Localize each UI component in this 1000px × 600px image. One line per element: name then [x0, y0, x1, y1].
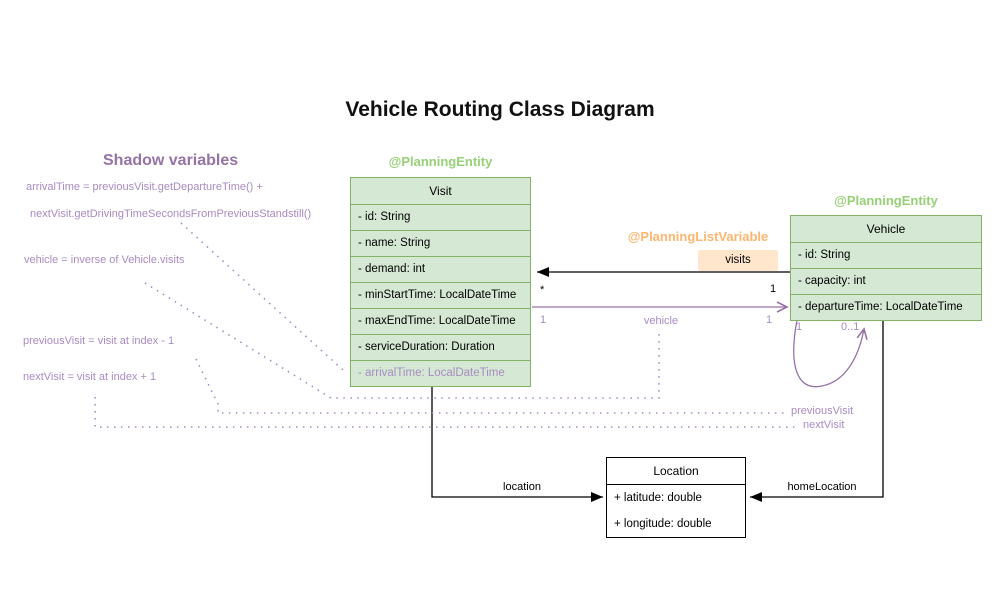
vehicle-field-id: - id: String	[791, 242, 981, 268]
visit-field-service-duration: - serviceDuration: Duration	[351, 334, 530, 360]
next-visit-label: nextVisit	[803, 419, 845, 431]
visit-field-max-end-time: - maxEndTime: LocalDateTime	[351, 308, 530, 334]
shadow-line-next-visit: nextVisit = visit at index + 1	[23, 371, 157, 383]
previous-visit-label: previousVisit	[791, 405, 854, 417]
shadow-line-arrival-time-2: nextVisit.getDrivingTimeSecondsFromPrevi…	[30, 208, 312, 220]
visit-field-name: - name: String	[351, 230, 530, 256]
vehicle-planning-entity-annotation: @PlanningEntity	[834, 193, 938, 208]
vehicle-field-capacity: - capacity: int	[791, 268, 981, 294]
vehicle-field-departure-time: - departureTime: LocalDateTime	[791, 294, 981, 320]
visit-class-box: Visit - id: String - name: String - dema…	[350, 177, 531, 387]
shadow-link-next-visit	[94, 397, 797, 428]
location-relation-label: location	[503, 481, 541, 493]
visit-field-demand: - demand: int	[351, 256, 530, 282]
vehicle-multiplicity-left: 1	[540, 314, 547, 326]
vehicle-class-box: Vehicle - id: String - capacity: int - d…	[790, 215, 982, 321]
location-field-latitude: + latitude: double	[614, 492, 702, 504]
page-title: Vehicle Routing Class Diagram	[345, 98, 655, 121]
self-loop-multiplicity-zero-one: 0..1	[841, 321, 860, 333]
visit-field-min-start-time: - minStartTime: LocalDateTime	[351, 282, 530, 308]
vehicle-multiplicity-right: 1	[766, 314, 773, 326]
vehicle-relation-label: vehicle	[643, 315, 679, 327]
visit-field-arrival-time: - arrivalTime: LocalDateTime	[351, 360, 530, 386]
self-loop-multiplicity-one: 1	[796, 321, 803, 333]
shadow-line-vehicle: vehicle = inverse of Vehicle.visits	[24, 254, 185, 266]
visit-field-id: - id: String	[351, 204, 530, 230]
visits-relation-badge: visits	[698, 250, 778, 271]
visits-multiplicity-star: *	[540, 284, 545, 296]
planning-list-variable-annotation: @PlanningListVariable	[627, 229, 769, 244]
shadow-link-arrival-time	[180, 222, 344, 371]
shadow-line-arrival-time: arrivalTime = previousVisit.getDeparture…	[26, 181, 263, 193]
visit-class-title: Visit	[429, 184, 452, 198]
location-field-longitude: + longitude: double	[614, 518, 712, 530]
shadow-variables-heading: Shadow variables	[103, 152, 239, 169]
home-location-relation-label: homeLocation	[787, 481, 857, 493]
location-class-box: Location + latitude: double + longitude:…	[606, 457, 746, 538]
visit-planning-entity-annotation: @PlanningEntity	[388, 154, 493, 169]
vehicle-class-title: Vehicle	[866, 222, 906, 236]
location-class-title: Location	[607, 458, 745, 485]
shadow-line-previous-visit: previousVisit = visit at index - 1	[23, 335, 175, 347]
visits-multiplicity-one: 1	[770, 283, 777, 295]
